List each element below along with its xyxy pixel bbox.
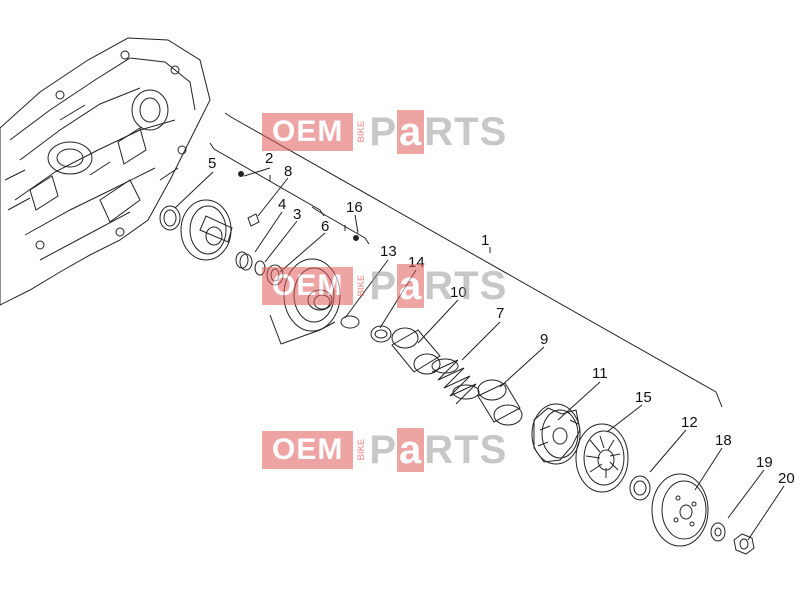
part-18-clutch-bell (651, 473, 709, 547)
callout-15: 15 (635, 389, 652, 406)
callout-16: 16 (346, 199, 363, 216)
callout-2: 2 (265, 150, 273, 167)
callout-5: 5 (208, 155, 216, 172)
callout-3: 3 (293, 206, 301, 223)
watermark-bike: BIKE (356, 275, 367, 297)
callout-13: 13 (380, 243, 397, 260)
callout-18: 18 (715, 432, 732, 449)
bracket-1 (224, 112, 723, 408)
watermark-bottom: OEM BIKE PaRTS (262, 426, 507, 474)
bracket-16 (311, 206, 370, 245)
watermark-parts: PaRTS (369, 427, 508, 472)
callout-11: 11 (592, 365, 608, 382)
part-14-bearing (370, 325, 392, 343)
crankcase-housing (0, 37, 211, 306)
callout-labels: 5 2 8 4 3 6 16 1 13 14 10 7 9 11 15 12 1… (208, 150, 795, 487)
callout-10: 10 (450, 284, 467, 301)
callout-6: 6 (321, 218, 329, 235)
part-9-spacer (477, 379, 523, 426)
part-19-washer (710, 522, 726, 542)
callout-8: 8 (284, 163, 292, 180)
callout-19: 19 (756, 454, 773, 471)
part-10-sleeve (391, 327, 441, 375)
part-7-spring (431, 358, 480, 405)
part-20-nut (733, 533, 755, 555)
part-5-seal (159, 205, 181, 231)
watermark-oem: OEM (262, 431, 354, 469)
callout-7: 7 (496, 305, 504, 322)
watermark-bike: BIKE (356, 121, 367, 143)
callout-20: 20 (778, 470, 795, 487)
callout-1: 1 (481, 232, 489, 249)
part-8-bolt (247, 213, 260, 227)
part-2-pulley-disc (180, 171, 244, 261)
part-4-bushing (235, 251, 253, 271)
part-11-clutch (531, 403, 581, 465)
callout-12: 12 (681, 414, 698, 431)
callout-4: 4 (278, 196, 286, 213)
part-15-fan-disc (575, 423, 629, 493)
part-12-washer (629, 475, 651, 501)
watermark-parts: PaRTS (369, 263, 508, 308)
leader-lines (174, 167, 785, 541)
callout-9: 9 (540, 331, 548, 348)
watermark-middle: OEM BIKE PaRTS (262, 262, 507, 310)
watermark-parts: PaRTS (369, 109, 508, 154)
watermark-bike: BIKE (356, 439, 367, 461)
watermark-oem: OEM (262, 267, 354, 305)
watermark-oem: OEM (262, 113, 354, 151)
watermark-top: OEM BIKE PaRTS (262, 108, 507, 156)
part-13-oring (340, 315, 360, 329)
